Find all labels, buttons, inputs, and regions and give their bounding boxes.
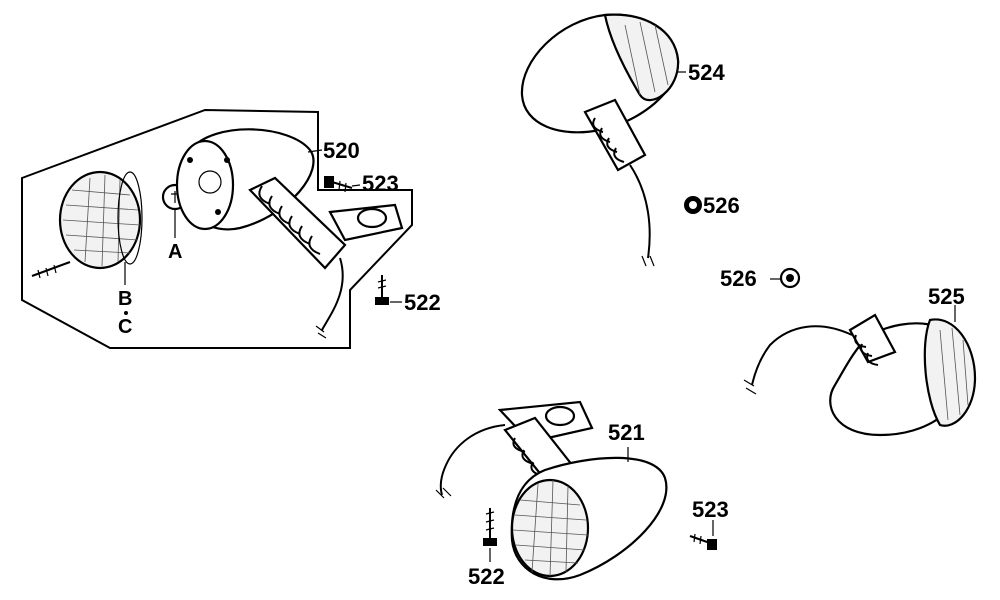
bolt-523-upper	[324, 176, 353, 193]
lens-screw	[31, 261, 71, 279]
label-524: 524	[688, 60, 725, 85]
bolt-523-lower: 523	[689, 497, 729, 550]
bolt-522-lower: 522	[468, 508, 505, 589]
nut-526-lower: 526	[720, 266, 801, 291]
label-522-lower: 522	[468, 564, 505, 589]
callout-c: C	[118, 316, 132, 338]
label-522-upper: 522	[404, 290, 441, 315]
label-523-lower: 523	[692, 497, 729, 522]
nut-526-upper: 526	[684, 193, 740, 218]
assembly-520-group: 520 523 522 A B C	[21, 108, 441, 349]
label-520: 520	[323, 138, 360, 163]
label-526-upper: 526	[703, 193, 740, 218]
callout-b: B	[118, 288, 132, 310]
assembly-boundary-frame	[21, 108, 413, 349]
callout-a: A	[168, 241, 182, 263]
wire-520	[321, 257, 344, 331]
label-525: 525	[928, 284, 965, 309]
turn-signal-524: 524	[520, 13, 725, 267]
turn-signal-521: 521	[435, 400, 668, 581]
label-521: 521	[608, 420, 645, 445]
bolt-522-upper	[375, 275, 389, 305]
turn-signal-525: 525	[743, 284, 977, 437]
label-523-upper: 523	[362, 171, 399, 196]
lens-unit	[58, 170, 143, 270]
mounting-bracket	[328, 203, 404, 242]
label-526-lower: 526	[720, 266, 757, 291]
stem-boot	[248, 176, 347, 270]
